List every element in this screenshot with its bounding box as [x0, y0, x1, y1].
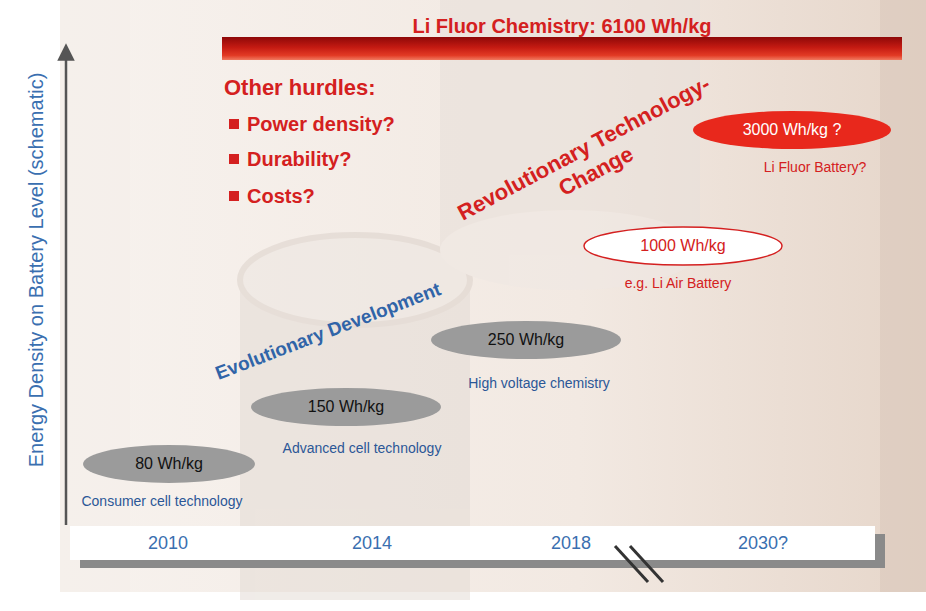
target-ellipse: 3000 Wh/kg ?Li Fluor Battery?: [692, 110, 892, 150]
ellipse-shape: [584, 227, 782, 265]
technology-caption: High voltage chemistry: [468, 374, 610, 392]
ellipse-shape: [251, 388, 441, 426]
break-line: [615, 546, 648, 582]
technology-caption: e.g. Li Air Battery: [625, 274, 732, 292]
technology-caption: Consumer cell technology: [81, 492, 242, 510]
stage-ellipse: 80 Wh/kgConsumer cell technology: [82, 444, 256, 484]
bullet-square: [229, 119, 239, 129]
target-ellipse: 1000 Wh/kge.g. Li Air Battery: [583, 226, 783, 266]
year-axis-band: 2010 2014 2018 2030?: [70, 526, 875, 560]
ellipse-shape: [83, 445, 255, 483]
technology-caption: Li Fluor Battery?: [764, 158, 867, 176]
band-heading: Li Fluor Chemistry: 6100 Wh/kg: [413, 15, 712, 37]
axis-label: Energy Density on Battery Level (schemat…: [24, 73, 48, 468]
hurdle-item: Durability?: [247, 147, 351, 171]
bullet-square: [229, 154, 239, 164]
year-label: 2018: [551, 532, 591, 554]
ellipse-shape: [431, 321, 621, 359]
stage-ellipse: 150 Wh/kgAdvanced cell technology: [250, 387, 442, 427]
energy-value: 80 Wh/kg: [135, 454, 203, 474]
technology-caption: Advanced cell technology: [283, 439, 442, 457]
year-label: 2014: [352, 532, 392, 554]
hurdle-item: Power density?: [247, 112, 395, 136]
hurdle-item: Costs?: [247, 184, 315, 208]
break-line: [630, 546, 663, 582]
y-axis-arrow: [65, 52, 68, 525]
photo-ground: [60, 0, 926, 592]
hurdles-heading: Other hurdles:: [224, 75, 376, 101]
bullet-square: [229, 191, 239, 201]
energy-value: 1000 Wh/kg: [640, 236, 725, 256]
energy-value: 150 Wh/kg: [308, 397, 384, 417]
energy-value: 250 Wh/kg: [488, 330, 564, 350]
energy-value: 3000 Wh/kg ?: [743, 120, 842, 140]
stage-ellipse: 250 Wh/kgHigh voltage chemistry: [430, 320, 622, 360]
battery-cylinders: [60, 0, 926, 600]
limit-band: Li Fluor Chemistry: 6100 Wh/kg: [222, 37, 902, 60]
ellipse-shape: [693, 111, 891, 149]
year-label: 2030?: [738, 532, 788, 554]
year-label: 2010: [148, 532, 188, 554]
